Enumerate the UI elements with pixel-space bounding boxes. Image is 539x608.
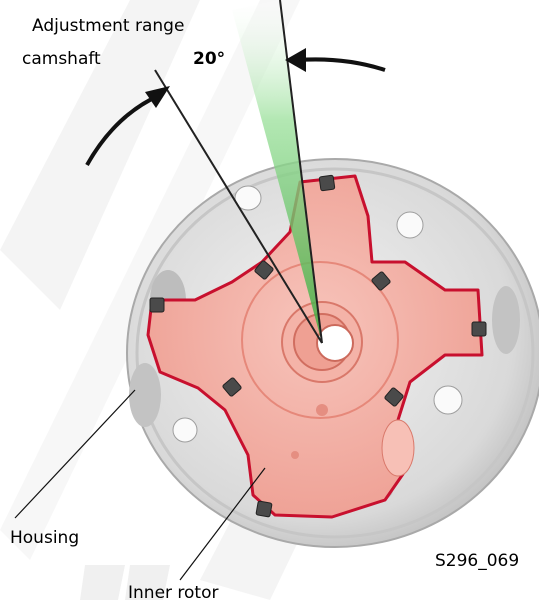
inner-rotor-label: Inner rotor (128, 583, 219, 603)
housing-label: Housing (10, 528, 79, 548)
rotation-arrow-right (285, 48, 385, 72)
figure-code-label: S296_069 (435, 551, 519, 571)
adjustment-range-label-line2: camshaft (22, 49, 101, 69)
adjustment-range-label-line1: Adjustment range (32, 16, 184, 36)
angle-label: 20° (193, 49, 225, 69)
